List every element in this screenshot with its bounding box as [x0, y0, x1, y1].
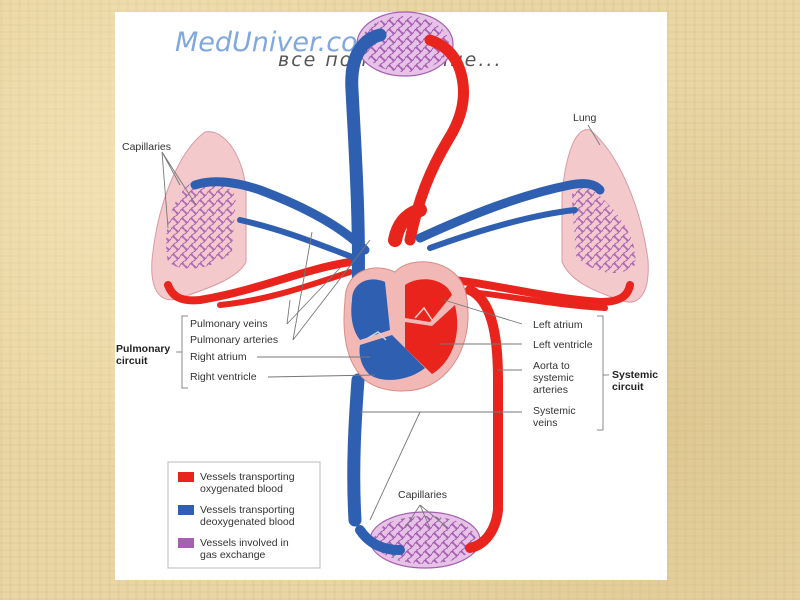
left-lung-capillaries [166, 178, 236, 269]
label-left-atrium: Left atrium [533, 319, 583, 331]
label-left-ventricle: Left ventricle [533, 339, 593, 351]
deoxygenated-vessels [190, 28, 605, 555]
left-atrium-shape [405, 279, 452, 322]
label-capillaries-lung: Capillaries [122, 141, 171, 153]
lower-body-capillary-net [374, 516, 476, 564]
label-lung: Lung [573, 112, 597, 124]
label-aorta: Aorta to systemic arteries [533, 360, 577, 396]
label-systemic-veins: Systemic veins [533, 405, 579, 429]
label-systemic-circuit: Systemic circuit [612, 369, 661, 393]
legend: Vessels transporting oxygenated blood Ve… [167, 461, 321, 569]
right-ventricle-shape [359, 335, 425, 380]
heart-valve-left [414, 306, 433, 321]
label-right-ventricle: Right ventricle [190, 371, 257, 383]
leader-lines [161, 124, 601, 529]
pulmonary-bracket [176, 315, 188, 389]
legend-swatch-deoxygenated [178, 505, 194, 515]
left-ventricle-shape [405, 305, 458, 374]
legend-swatch-oxygenated [178, 472, 194, 482]
legend-oxygenated: Vessels transporting oxygenated blood [200, 471, 297, 495]
label-pulmonary-arteries: Pulmonary arteries [190, 334, 278, 346]
right-atrium-shape [351, 279, 390, 340]
legend-exchange: Vessels involved in gas exchange [200, 537, 292, 561]
legend-swatch-exchange [178, 538, 194, 548]
label-pulmonary-veins: Pulmonary veins [190, 318, 268, 330]
label-capillaries-body: Capillaries [398, 489, 447, 501]
legend-deoxygenated: Vessels transporting deoxygenated blood [200, 504, 297, 528]
heart-valve-right [367, 331, 387, 341]
label-pulmonary-circuit: Pulmonary circuit [116, 343, 173, 367]
right-lung-capillaries [572, 180, 636, 273]
label-right-atrium: Right atrium [190, 351, 247, 363]
systemic-bracket [597, 315, 609, 431]
watermark-brand: MedUniver.com [175, 27, 384, 58]
